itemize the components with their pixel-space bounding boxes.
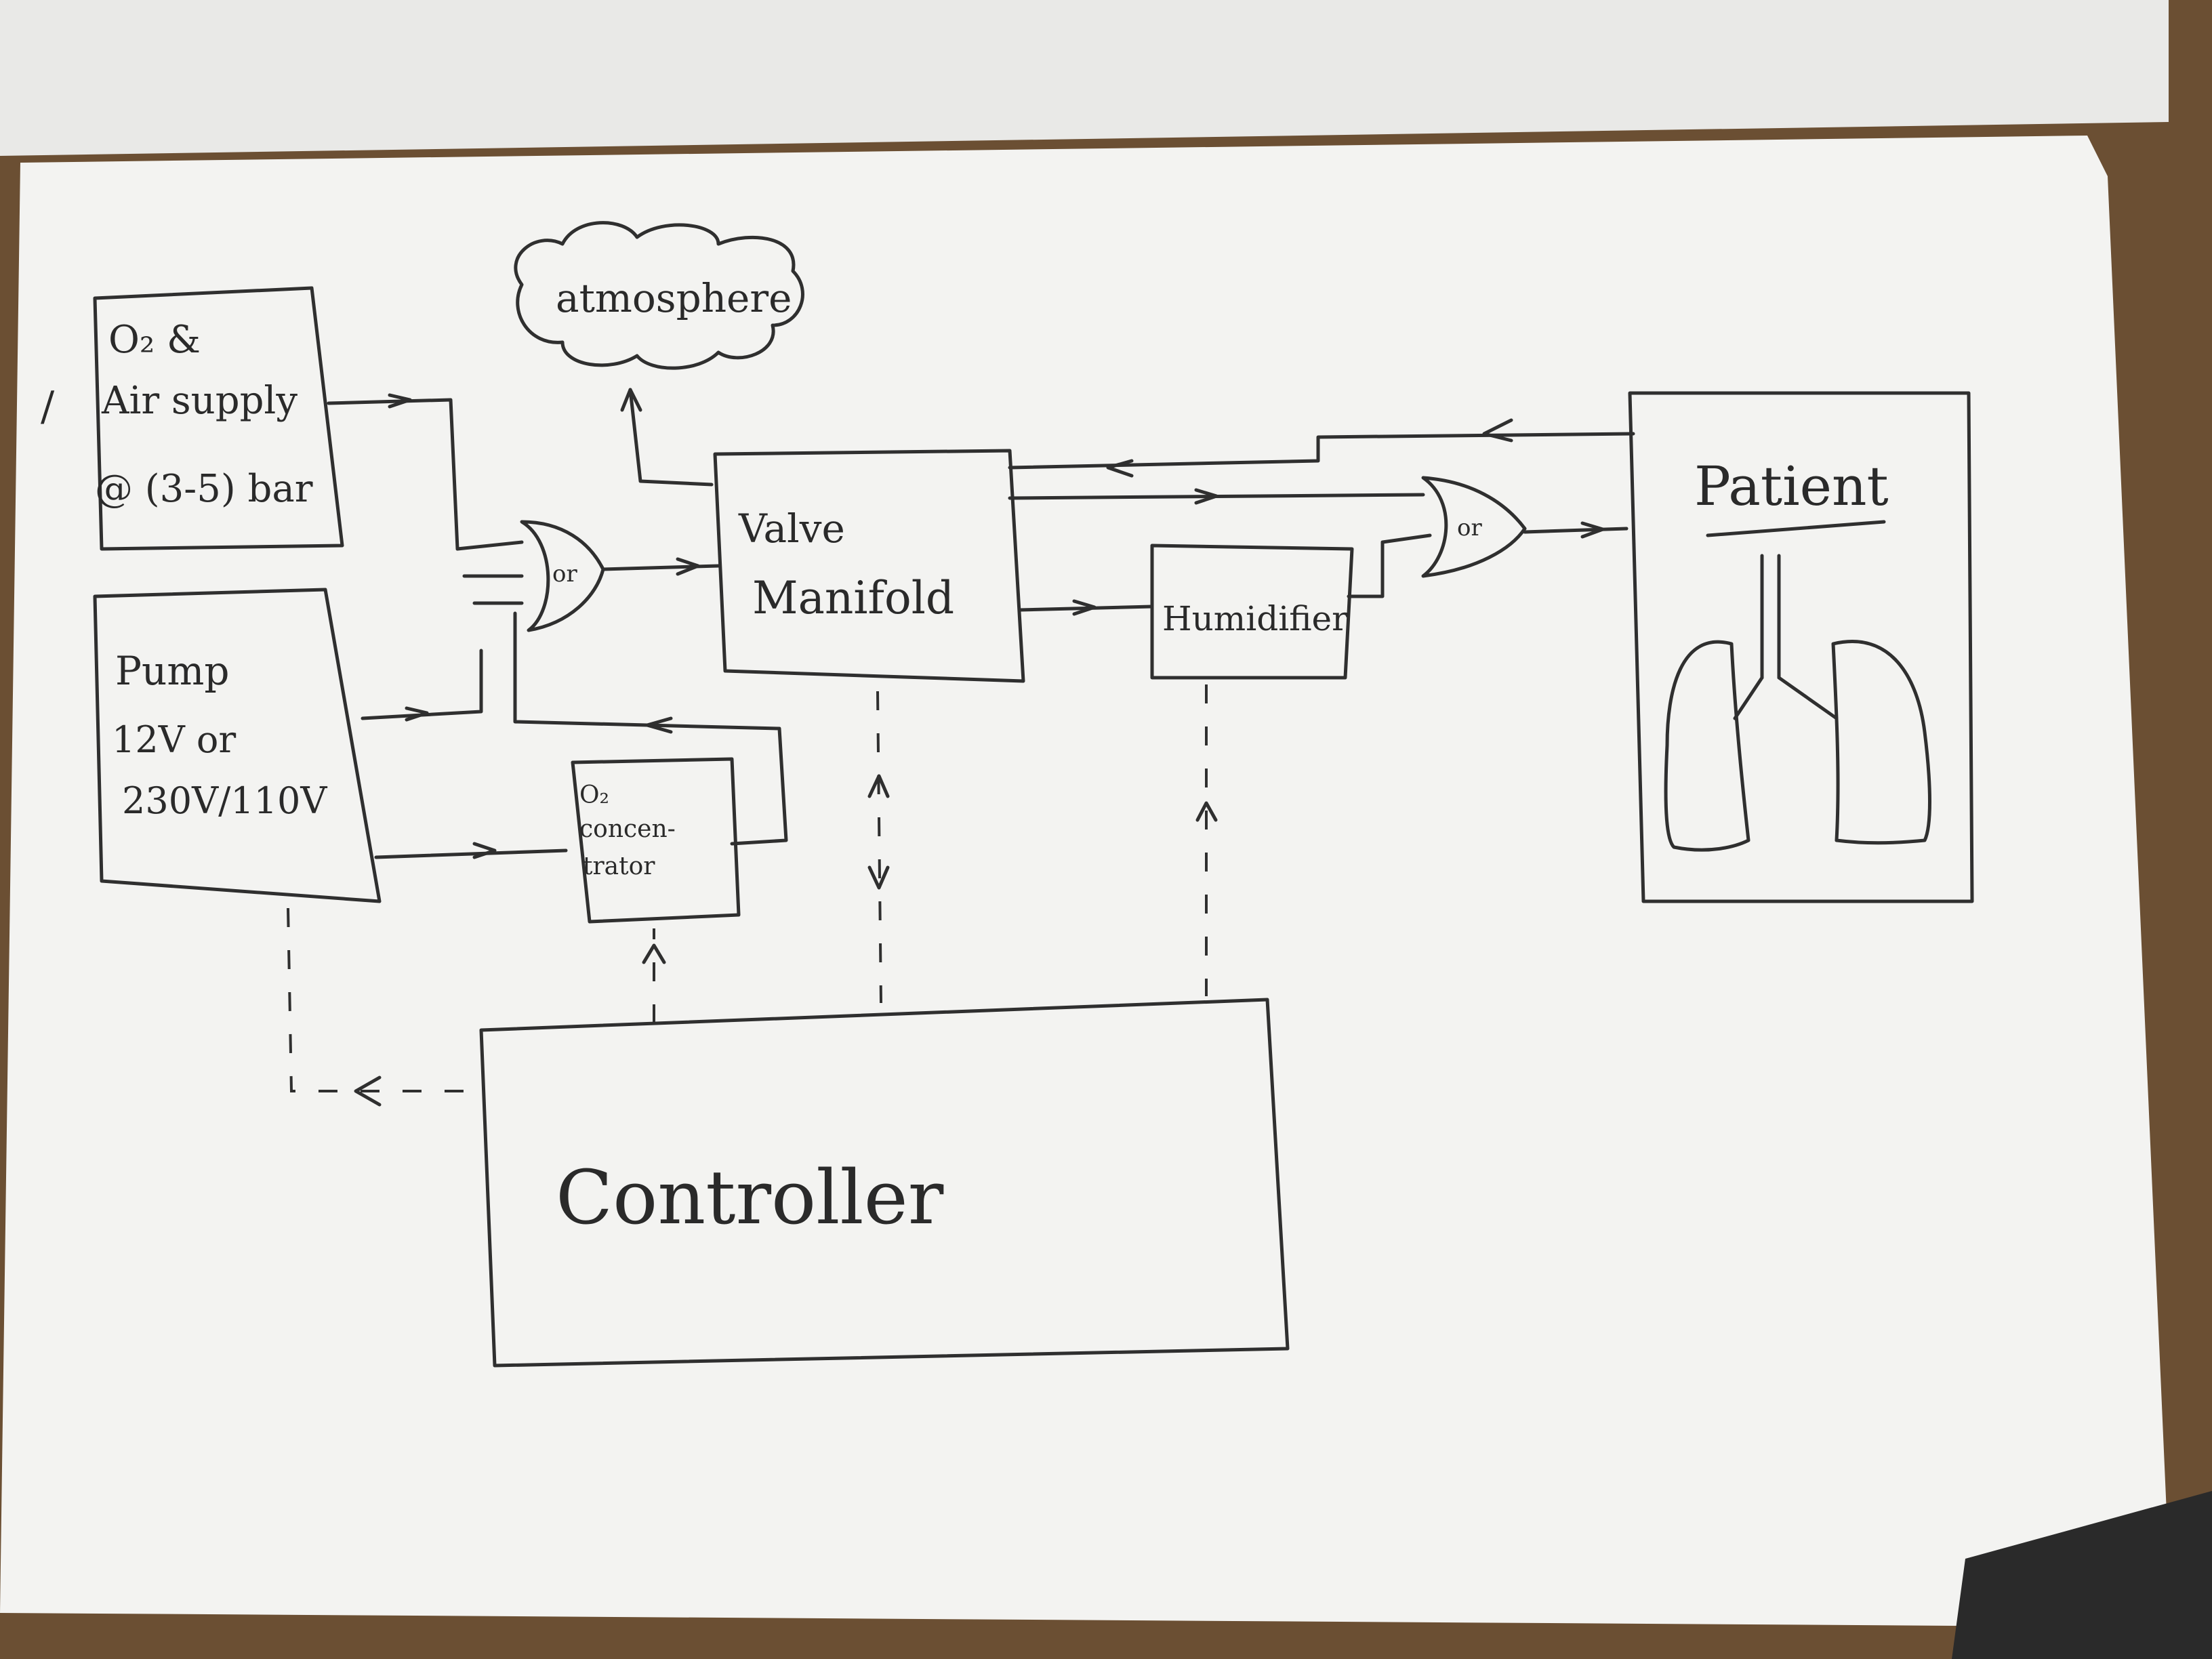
margin-mark: / — [41, 383, 55, 430]
atmosphere-vent-line — [620, 388, 714, 487]
humidifier-label: Humidifier — [1162, 599, 1348, 638]
atmosphere-cloud: atmosphere — [514, 221, 804, 370]
pump-label-2: 12V or — [112, 718, 236, 761]
valve-manifold-label-2: Manifold — [752, 572, 954, 624]
controller-box: Controller — [479, 998, 1290, 1368]
lungs-icon — [1664, 554, 1931, 852]
dark-corner — [1952, 1491, 2212, 1659]
control-signal-lines — [287, 684, 1218, 1107]
o2-supply-label-2: Air supply — [101, 379, 298, 423]
o2-concentrator-box: O₂ concen- trator — [571, 757, 741, 924]
pump-label-1: Pump — [115, 648, 230, 694]
concentrator-label-2: concen- — [579, 815, 676, 843]
valve-manifold-label-1: Valve — [738, 506, 845, 552]
paper-sheet — [0, 136, 2169, 1626]
controller-label: Controller — [556, 1154, 944, 1241]
patient-box: Patient — [1628, 391, 1974, 903]
manifold-patient-connectors — [1008, 418, 1635, 616]
or-gate-left: or — [520, 520, 720, 632]
concentrator-feedback-line — [513, 611, 788, 846]
supply-connectors — [327, 393, 568, 859]
or-gate-left-label: or — [552, 560, 577, 588]
pump-box: Pump 12V or 230V/110V — [93, 588, 382, 903]
valve-manifold-box: Valve Manifold — [713, 449, 1025, 683]
patient-label: Patient — [1694, 455, 1889, 518]
o2-supply-label-1: O₂ & — [108, 318, 201, 362]
paper-back-sheet — [0, 0, 2169, 156]
concentrator-label-3: trator — [583, 853, 655, 880]
humidifier-box: Humidifier — [1150, 544, 1354, 680]
or-gate-right-label: or — [1457, 514, 1482, 541]
o2-supply-label-3: @ (3-5) bar — [95, 467, 313, 511]
atmosphere-label: atmosphere — [556, 275, 792, 321]
concentrator-label-1: O₂ — [579, 781, 609, 809]
o2-air-supply-box: O₂ & Air supply @ (3-5) bar — [93, 286, 344, 551]
pump-label-3: 230V/110V — [122, 779, 327, 822]
or-gate-right: or — [1421, 476, 1527, 578]
